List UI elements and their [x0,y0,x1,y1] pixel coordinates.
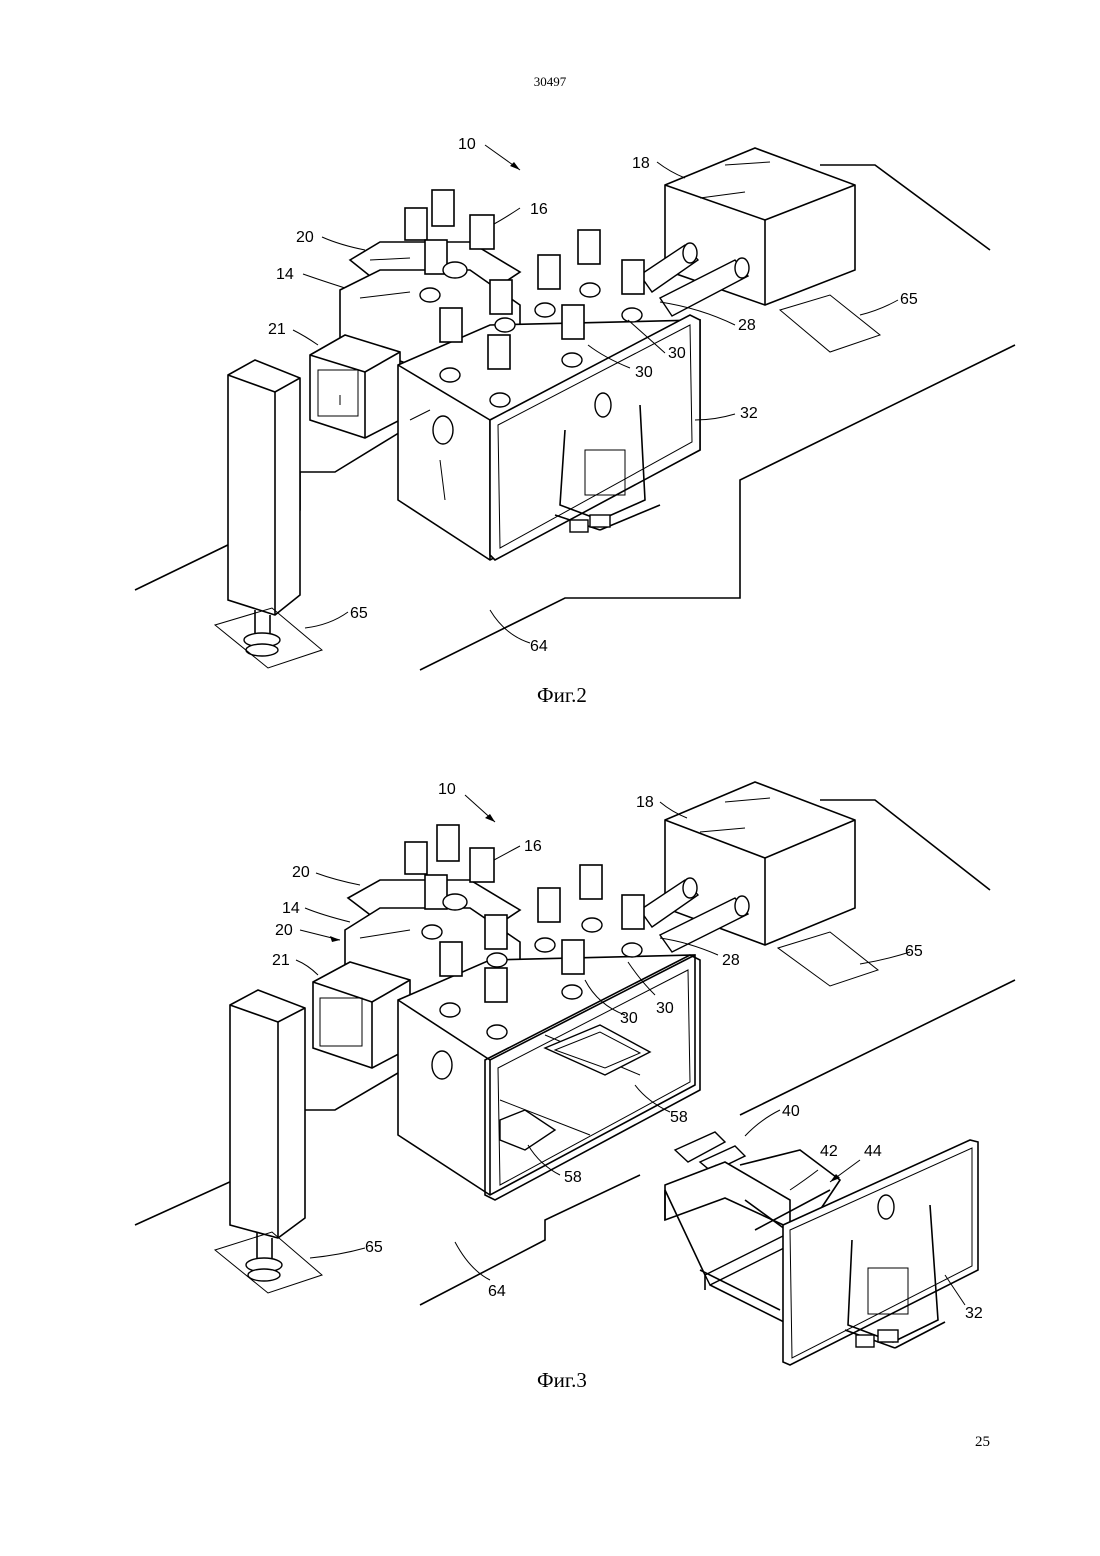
figure-3-drawing: 10 18 16 20 14 20 21 28 30 30 65 58 58 4… [0,770,1100,1410]
label-28: 28 [738,317,756,334]
label-16: 16 [530,201,548,218]
label-30-right: 30 [656,1000,674,1017]
label-42: 42 [820,1143,838,1160]
label-10: 10 [438,781,456,798]
figure-2: 10 18 16 20 14 21 28 30 30 32 65 65 64 Ф… [0,120,1100,720]
floor-outline-front [420,1175,640,1305]
label-20-lower: 20 [275,922,293,939]
label-30-left: 30 [620,1010,638,1027]
label-20-upper: 20 [292,864,310,881]
label-65-right: 65 [905,943,923,960]
label-64: 64 [530,638,548,655]
figure-3-caption: Фиг.3 [537,1368,587,1393]
floor-outline-right [740,980,1015,1115]
label-10: 10 [458,136,476,153]
label-18: 18 [632,155,650,172]
cabinet-21 [313,962,410,1068]
label-58-right: 58 [670,1109,688,1126]
label-21: 21 [272,952,290,969]
label-40: 40 [782,1103,800,1120]
label-65-left: 65 [350,605,368,622]
figure-3: 10 18 16 20 14 20 21 28 30 30 65 58 58 4… [0,770,1100,1410]
label-44: 44 [864,1143,882,1160]
label-30-upper: 30 [668,345,686,362]
label-21: 21 [268,321,286,338]
page-number: 25 [975,1434,990,1451]
document-number: 30497 [0,74,1100,90]
figure-2-drawing: 10 18 16 20 14 21 28 30 30 32 65 65 64 [0,120,1100,720]
label-32: 32 [740,405,758,422]
label-28: 28 [722,952,740,969]
label-30-lower: 30 [635,364,653,381]
label-65-left: 65 [365,1239,383,1256]
label-32: 32 [965,1305,983,1322]
label-58-left: 58 [564,1169,582,1186]
label-64: 64 [488,1283,506,1300]
pad-65 [780,295,880,352]
label-14: 14 [276,266,294,283]
label-18: 18 [636,794,654,811]
pad-65 [778,932,878,986]
label-14: 14 [282,900,300,917]
label-65-right: 65 [900,291,918,308]
column-65 [215,990,322,1293]
cabinet-21 [310,335,400,438]
main-tank [398,955,700,1200]
figure-2-caption: Фиг.2 [537,683,587,708]
column-65 [215,360,322,668]
label-20: 20 [296,229,314,246]
label-16: 16 [524,838,542,855]
